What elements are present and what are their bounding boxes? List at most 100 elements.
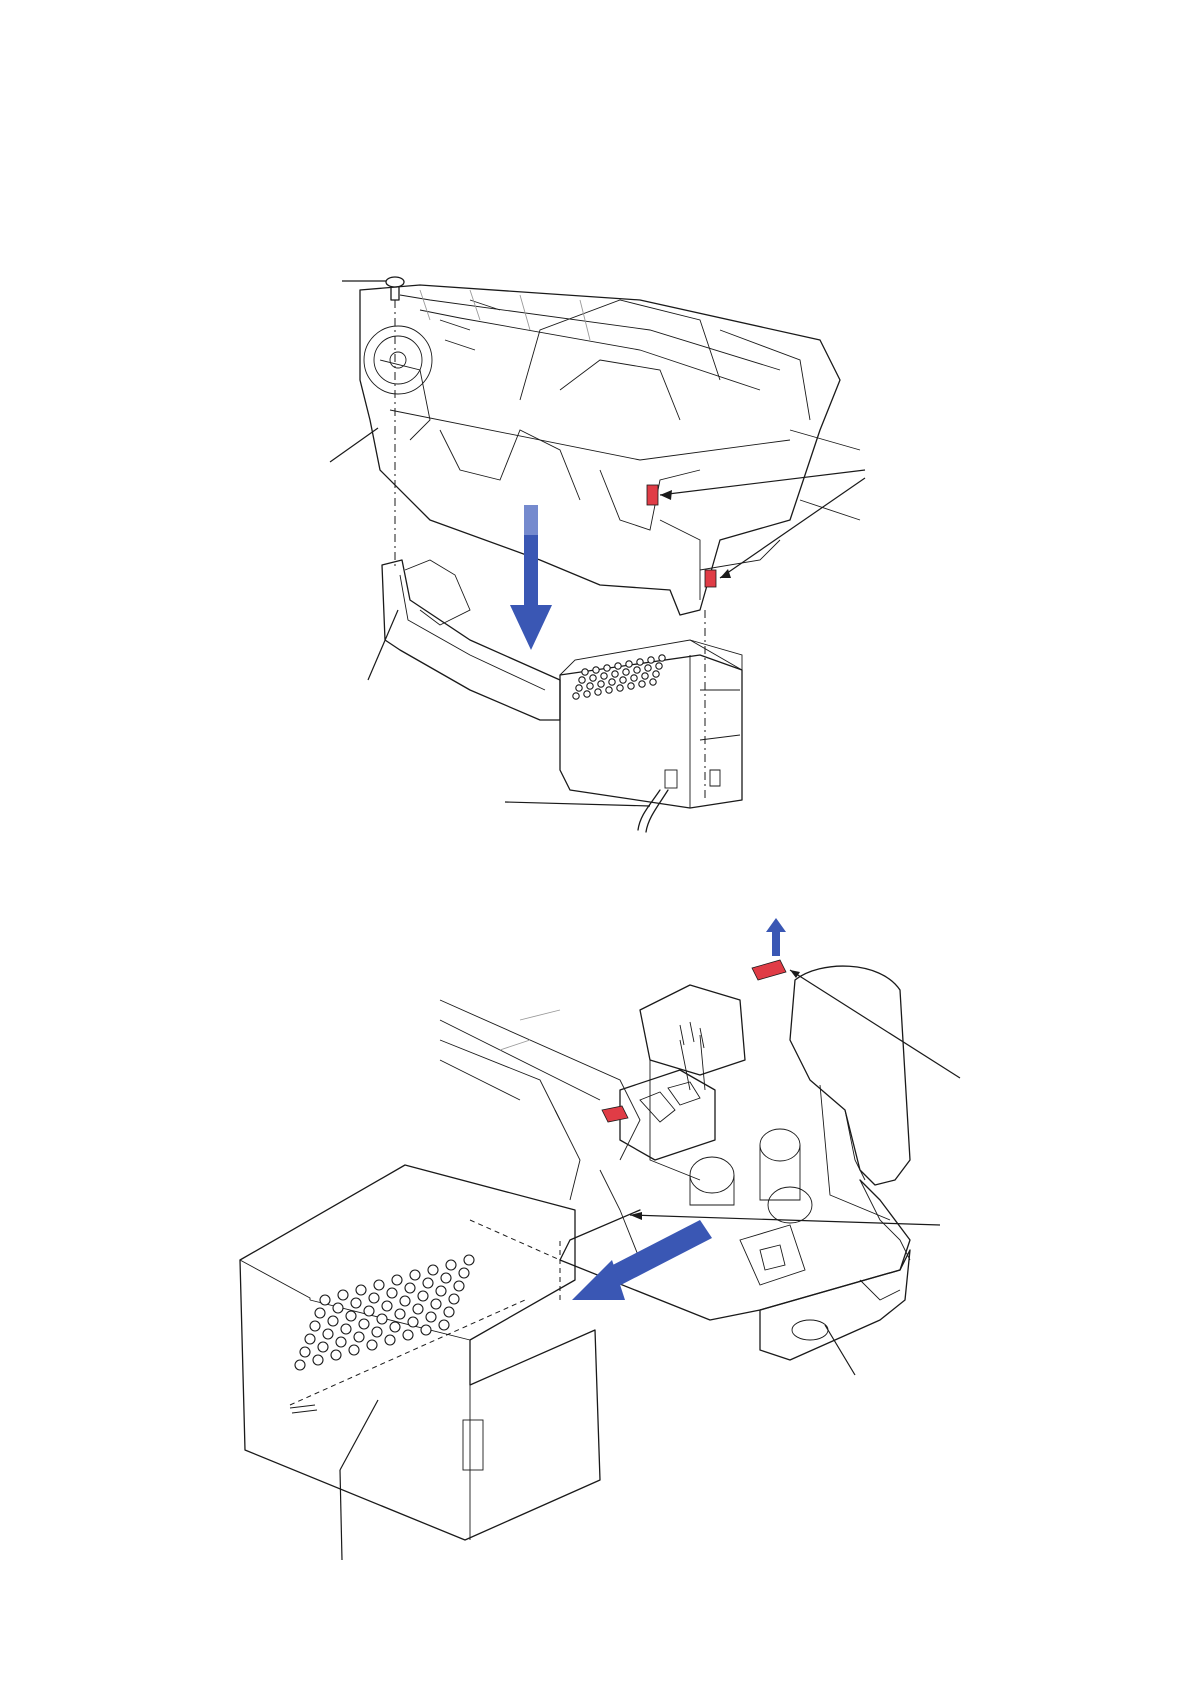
vent-hole (320, 1295, 330, 1305)
vent-hole (336, 1337, 346, 1347)
guide-line-1 (470, 1220, 560, 1260)
vent-hole (650, 679, 656, 685)
vent-hole (423, 1278, 433, 1288)
vent-hole (392, 1275, 402, 1285)
vent-hole (369, 1293, 379, 1303)
vent-hole (634, 667, 640, 673)
top-illustration (0, 0, 1190, 860)
power-cord-edge (646, 790, 668, 832)
vent-hole (382, 1301, 392, 1311)
vent-hole (431, 1299, 441, 1309)
vent-hole (387, 1288, 397, 1298)
vent-hole (338, 1290, 348, 1300)
vent-hole (606, 687, 612, 693)
vent-hole (584, 691, 590, 697)
vent-hole (359, 1319, 369, 1329)
vent-hole (413, 1304, 423, 1314)
vent-hole (333, 1303, 343, 1313)
vent-hole (464, 1255, 474, 1265)
vent-hole (372, 1327, 382, 1337)
vent-hole (631, 675, 637, 681)
tab-lower (602, 1106, 628, 1122)
vent-hole (620, 677, 626, 683)
vent-hole (346, 1311, 356, 1321)
move-arrow-icon (510, 505, 552, 650)
vent-hole (454, 1281, 464, 1291)
tab-upper-leader-line (790, 970, 960, 1078)
vent-hole (349, 1345, 359, 1355)
frame-structure (440, 1000, 910, 1320)
vent-hole (377, 1314, 387, 1324)
power-cord (638, 790, 660, 830)
vent-hole (318, 1342, 328, 1352)
vent-hole (601, 673, 607, 679)
vent-hole (623, 669, 629, 675)
vent-hole (573, 693, 579, 699)
lift-arrow-icon (766, 918, 786, 956)
vent-hole (593, 667, 599, 673)
vent-hole (374, 1280, 384, 1290)
hook-upper-leader-line (660, 470, 865, 495)
vent-hole (444, 1307, 454, 1317)
vent-hole (626, 661, 632, 667)
vent-hole (436, 1286, 446, 1296)
vent-hole (459, 1268, 469, 1278)
vent-hole (428, 1265, 438, 1275)
hook-lower (705, 570, 716, 587)
vent-hole (615, 663, 621, 669)
vent-hole (637, 659, 643, 665)
vent-hole (310, 1321, 320, 1331)
cord-leader-line (505, 802, 650, 806)
vent-hole (612, 671, 618, 677)
vent-hole (351, 1298, 361, 1308)
vent-hole (405, 1283, 415, 1293)
vent-hole (595, 689, 601, 695)
vent-hole (331, 1350, 341, 1360)
vent-hole (421, 1325, 431, 1335)
vent-hole (576, 685, 582, 691)
cover-leader-bottom (340, 1470, 342, 1560)
vent-hole (323, 1329, 333, 1339)
vent-hole (441, 1273, 451, 1283)
vent-hole (639, 681, 645, 687)
vent-hole (341, 1324, 351, 1334)
vent-hole (590, 675, 596, 681)
hook-lower-leader-line (720, 478, 865, 578)
vent-hole (609, 679, 615, 685)
shield-cover (240, 1165, 600, 1540)
vent-hole (653, 671, 659, 677)
cover-leader-line (340, 1400, 378, 1470)
vent-hole (604, 665, 610, 671)
vent-hole (364, 1306, 374, 1316)
vent-hole (656, 663, 662, 669)
vent-hole (410, 1270, 420, 1280)
vent-hole (628, 683, 634, 689)
vent-hole (617, 685, 623, 691)
vent-hole (582, 669, 588, 675)
vent-hole (449, 1294, 459, 1304)
vent-hole (385, 1335, 395, 1345)
vent-hole (642, 673, 648, 679)
vent-hole (354, 1332, 364, 1342)
machine-chassis (360, 285, 860, 615)
vent-hole (400, 1296, 410, 1306)
vent-hole (315, 1308, 325, 1318)
power-supply-assembly (382, 560, 742, 808)
vent-hole (295, 1360, 305, 1370)
vent-hole (645, 665, 651, 671)
chassis-leader-line (330, 428, 378, 462)
vent-hole (426, 1312, 436, 1322)
vent-hole (418, 1291, 428, 1301)
vent-hole (356, 1285, 366, 1295)
vent-hole (439, 1320, 449, 1330)
hook-upper (647, 485, 658, 505)
vent-hole (587, 683, 593, 689)
vent-hole (446, 1260, 456, 1270)
tab-upper (752, 960, 786, 980)
vent-hole (648, 657, 654, 663)
vent-hole (395, 1309, 405, 1319)
vent-hole (300, 1347, 310, 1357)
vent-hole (390, 1322, 400, 1332)
vent-hole (367, 1340, 377, 1350)
vent-hole (403, 1330, 413, 1340)
